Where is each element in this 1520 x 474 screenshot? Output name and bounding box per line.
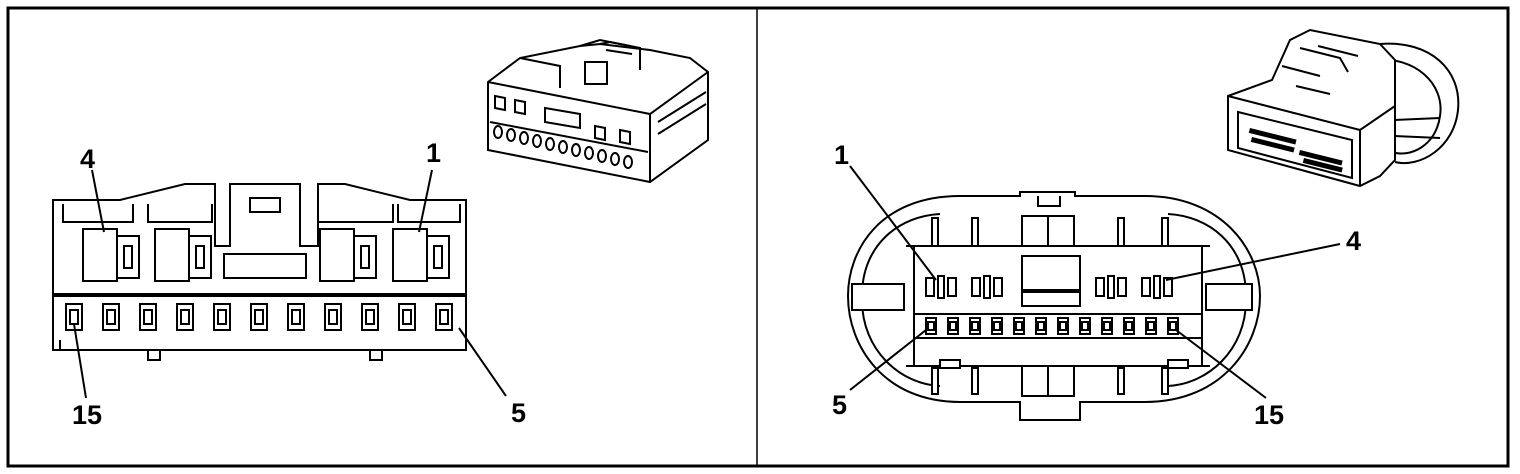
left-callout-pin-1: 1	[426, 138, 441, 168]
right-face-bottom-ribs	[931, 367, 1169, 395]
left-connector-isometric	[487, 38, 709, 184]
right-callout-pin-1: 1	[834, 140, 849, 170]
left-callout-pin-15: 15	[72, 400, 102, 430]
right-iso-pin-blades	[1248, 128, 1343, 173]
right-callout-leaders	[849, 165, 1341, 399]
right-panel: 1 4 5 15	[832, 28, 1460, 430]
right-callout-pin-4: 4	[1346, 226, 1361, 256]
left-iso-pin-row	[493, 125, 633, 169]
left-panel: 4 1 15 5	[52, 38, 709, 430]
right-callout-pin-5: 5	[832, 390, 847, 420]
figure-frame	[6, 6, 1510, 468]
left-face-pin-terminals	[65, 303, 453, 331]
left-callout-pin-5: 5	[511, 398, 526, 428]
right-callout-pin-15: 15	[1254, 400, 1284, 430]
right-face-upper-terminals	[925, 275, 1173, 299]
left-connector-face	[52, 183, 467, 361]
right-connector-face	[846, 191, 1262, 421]
right-face-lower-terminals	[925, 317, 1179, 335]
left-callout-pin-4: 4	[80, 144, 95, 174]
left-callout-leaders	[73, 169, 507, 399]
right-connector-isometric	[1227, 28, 1460, 188]
